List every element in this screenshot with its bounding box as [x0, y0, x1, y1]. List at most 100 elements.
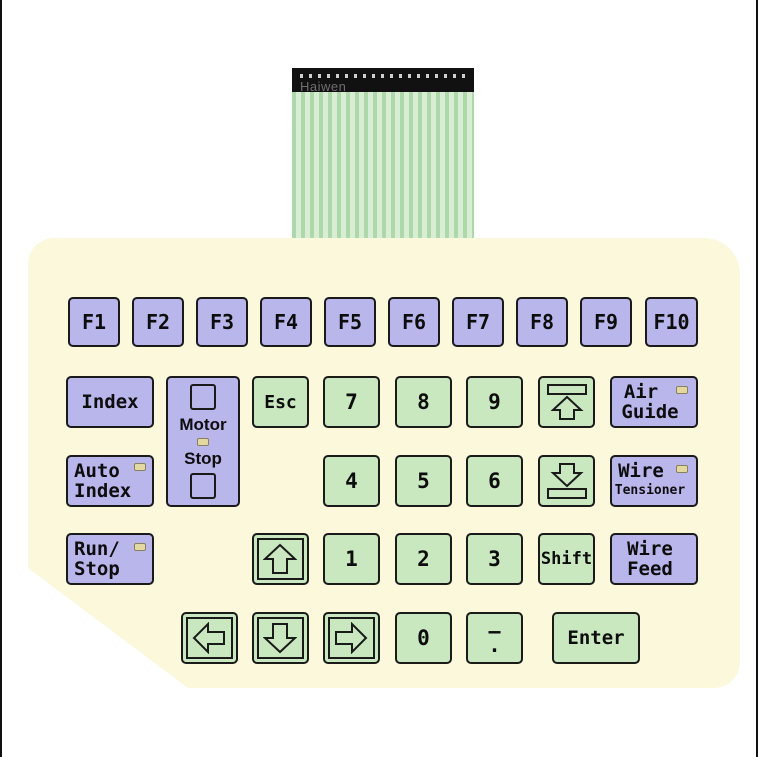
- key-9-label: 9: [488, 390, 501, 414]
- arrow-down-frame: [257, 617, 304, 659]
- run-stop-key[interactable]: Run/ Stop: [66, 533, 154, 585]
- flex-tail: [292, 92, 474, 242]
- right-border: [756, 0, 758, 757]
- motor-label: Motor: [179, 414, 227, 434]
- key-3-label: 3: [488, 547, 501, 571]
- f7-label: F7: [465, 310, 491, 334]
- index-label: Index: [81, 391, 139, 413]
- auto-index-label-line2: Index: [74, 480, 132, 502]
- page-up-key[interactable]: [538, 376, 595, 428]
- f6-key[interactable]: F6: [388, 297, 440, 347]
- auto-index-led-icon: [134, 463, 146, 471]
- wire-tensioner-label-line2: Tensioner: [614, 483, 686, 498]
- key-0-label: 0: [417, 626, 430, 650]
- f1-label: F1: [81, 310, 107, 334]
- esc-key[interactable]: Esc: [252, 376, 309, 428]
- key-6[interactable]: 6: [466, 455, 523, 507]
- arrow-left-icon: [193, 622, 226, 654]
- arrow-up-icon: [263, 543, 298, 574]
- f8-key[interactable]: F8: [516, 297, 568, 347]
- key-2[interactable]: 2: [395, 533, 452, 585]
- enter-label: Enter: [567, 627, 625, 649]
- minus-label: –: [488, 619, 501, 643]
- run-stop-label-line2: Stop: [74, 558, 120, 580]
- f10-key[interactable]: F10: [645, 297, 698, 347]
- auto-index-key[interactable]: Auto Index: [66, 455, 154, 507]
- key-3[interactable]: 3: [466, 533, 523, 585]
- auto-index-label-line1: Auto: [74, 460, 120, 482]
- arrow-right-frame: [328, 617, 375, 659]
- key-8-label: 8: [417, 390, 430, 414]
- key-5-label: 5: [417, 469, 430, 493]
- f10-label: F10: [653, 310, 690, 334]
- key-4-label: 4: [345, 469, 358, 493]
- arrow-left-frame: [186, 617, 233, 659]
- arrow-left-key[interactable]: [181, 612, 238, 664]
- f2-key[interactable]: F2: [132, 297, 184, 347]
- wire-tensioner-label-line1: Wire: [618, 460, 664, 482]
- motor-led-wrap: [179, 437, 226, 446]
- page-down-icon: [546, 463, 587, 499]
- f3-label: F3: [209, 310, 235, 334]
- stop-label: Stop: [184, 448, 222, 468]
- key-1[interactable]: 1: [323, 533, 380, 585]
- f7-key[interactable]: F7: [452, 297, 504, 347]
- wire-feed-label-line2: Feed: [627, 558, 673, 580]
- minus-dot-key[interactable]: – .: [466, 612, 523, 664]
- motor-stop-text: Motor Stop: [179, 415, 226, 469]
- key-1-label: 1: [345, 547, 358, 571]
- arrow-up-key[interactable]: [252, 533, 309, 585]
- motor-upper-square-icon: [190, 384, 216, 410]
- shift-label: Shift: [540, 549, 593, 569]
- f8-label: F8: [529, 310, 555, 334]
- f2-label: F2: [145, 310, 171, 334]
- key-2-label: 2: [417, 547, 430, 571]
- brand-label: Haiwen: [300, 79, 347, 94]
- wire-tensioner-led-icon: [676, 465, 688, 473]
- esc-label: Esc: [264, 391, 297, 413]
- index-key[interactable]: Index: [66, 376, 154, 428]
- arrow-right-icon: [335, 622, 368, 654]
- key-9[interactable]: 9: [466, 376, 523, 428]
- air-guide-key[interactable]: Air Guide: [610, 376, 698, 428]
- f5-key[interactable]: F5: [324, 297, 376, 347]
- page-down-key[interactable]: [538, 455, 595, 507]
- wire-feed-label-line1: Wire: [627, 538, 673, 560]
- key-7-label: 7: [345, 390, 358, 414]
- arrow-up-frame: [257, 538, 304, 580]
- air-guide-label-line2: Guide: [621, 401, 679, 423]
- key-5[interactable]: 5: [395, 455, 452, 507]
- f6-label: F6: [401, 310, 427, 334]
- arrow-down-icon: [263, 623, 298, 654]
- key-6-label: 6: [488, 469, 501, 493]
- f4-key[interactable]: F4: [260, 297, 312, 347]
- shift-key[interactable]: Shift: [538, 533, 595, 585]
- air-guide-label-line1: Air: [623, 381, 659, 403]
- key-4[interactable]: 4: [323, 455, 380, 507]
- run-stop-label-line1: Run/: [74, 538, 120, 560]
- f9-key[interactable]: F9: [580, 297, 632, 347]
- key-0[interactable]: 0: [395, 612, 452, 664]
- arrow-down-key[interactable]: [252, 612, 309, 664]
- wire-tensioner-key[interactable]: Wire Tensioner: [610, 455, 698, 507]
- f4-label: F4: [273, 310, 299, 334]
- f3-key[interactable]: F3: [196, 297, 248, 347]
- f9-label: F9: [593, 310, 619, 334]
- motor-lower-square-icon: [190, 473, 216, 499]
- dot-label: .: [488, 633, 501, 657]
- motor-led-icon: [197, 437, 209, 446]
- motor-stop-key[interactable]: Motor Stop: [166, 376, 240, 507]
- flex-connector: Haiwen: [292, 68, 474, 94]
- arrow-right-key[interactable]: [323, 612, 380, 664]
- left-border: [0, 0, 2, 757]
- page-up-icon: [546, 384, 587, 420]
- wire-feed-key[interactable]: Wire Feed: [610, 533, 698, 585]
- enter-key[interactable]: Enter: [552, 612, 640, 664]
- air-guide-led-icon: [676, 386, 688, 394]
- f1-key[interactable]: F1: [68, 297, 120, 347]
- key-8[interactable]: 8: [395, 376, 452, 428]
- f5-label: F5: [337, 310, 363, 334]
- connector-pins: [300, 74, 466, 78]
- run-stop-led-icon: [134, 543, 146, 551]
- key-7[interactable]: 7: [323, 376, 380, 428]
